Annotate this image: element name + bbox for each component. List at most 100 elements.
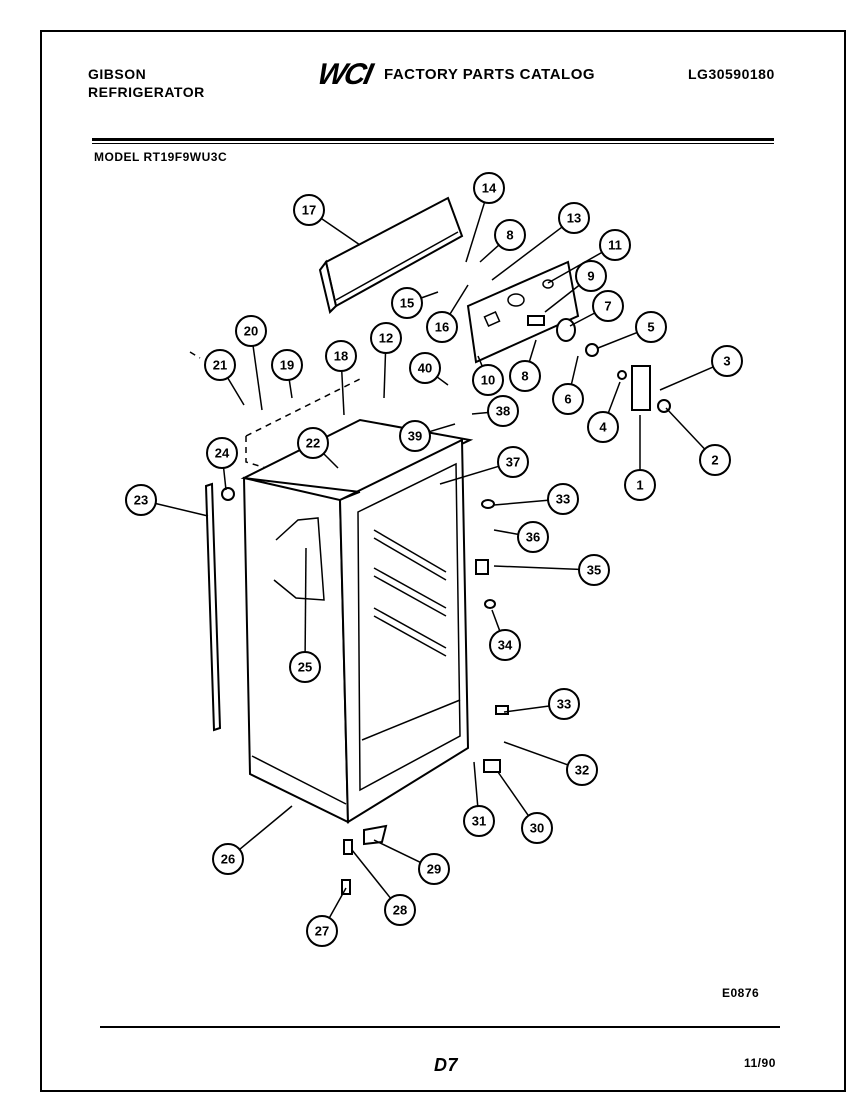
callout-14: 14 bbox=[465, 172, 505, 263]
callout-circle bbox=[472, 364, 504, 396]
refrigerator-cabinet bbox=[240, 418, 474, 824]
callout-circle bbox=[325, 340, 357, 372]
callout-circle bbox=[489, 629, 521, 661]
callout-label: 2 bbox=[711, 453, 718, 468]
callout-23: 23 bbox=[125, 484, 209, 517]
callout-label: 17 bbox=[302, 203, 316, 218]
leader-line bbox=[304, 547, 307, 653]
callout-30: 30 bbox=[497, 771, 553, 844]
leader-line bbox=[471, 411, 489, 415]
leader-line bbox=[252, 345, 263, 411]
callout-36: 36 bbox=[493, 521, 549, 553]
callout-label: 11 bbox=[608, 238, 622, 253]
callout-5: 5 bbox=[597, 311, 667, 349]
cabinet-top-outline bbox=[189, 351, 363, 469]
callout-circle bbox=[463, 805, 495, 837]
callout-label: 38 bbox=[496, 404, 510, 419]
callout-label: 15 bbox=[400, 296, 414, 311]
callout-circle bbox=[592, 290, 624, 322]
brand-name: GIBSON bbox=[88, 66, 147, 82]
callout-label: 24 bbox=[215, 446, 230, 461]
callout-label: 4 bbox=[599, 420, 607, 435]
leader-line bbox=[351, 849, 392, 899]
callout-circle bbox=[624, 469, 656, 501]
leader-line bbox=[449, 284, 469, 315]
callout-33: 33 bbox=[493, 483, 579, 515]
callout-circle bbox=[711, 345, 743, 377]
catalog-title: FACTORY PARTS CATALOG bbox=[384, 66, 596, 83]
callout-17: 17 bbox=[293, 194, 361, 246]
callout-label: 35 bbox=[587, 563, 601, 578]
callout-circle bbox=[517, 521, 549, 553]
callout-circle bbox=[235, 315, 267, 347]
leader-line bbox=[503, 741, 569, 766]
callout-circle bbox=[418, 853, 450, 885]
callout-label: 32 bbox=[575, 763, 589, 778]
leader-line bbox=[323, 453, 339, 469]
leader-line bbox=[477, 355, 483, 367]
callout-16: 16 bbox=[426, 284, 469, 343]
callout-circle bbox=[566, 754, 598, 786]
leader-line bbox=[429, 423, 456, 433]
callout-29: 29 bbox=[373, 839, 450, 885]
callout-label: 23 bbox=[134, 493, 148, 508]
header-rule bbox=[92, 138, 774, 141]
callout-circle bbox=[204, 349, 236, 381]
callout-label: 7 bbox=[604, 299, 611, 314]
callout-label: 34 bbox=[498, 638, 513, 653]
callout-12: 12 bbox=[370, 322, 402, 399]
callout-circle bbox=[206, 437, 238, 469]
callout-label: 18 bbox=[334, 349, 348, 364]
callout-circle bbox=[587, 411, 619, 443]
leader-line bbox=[479, 244, 500, 263]
leader-line bbox=[491, 226, 563, 281]
callout-8: 8 bbox=[479, 219, 526, 263]
callout-circle bbox=[699, 444, 731, 476]
catalog-date: 11/90 bbox=[744, 1056, 776, 1070]
callout-label: 36 bbox=[526, 530, 540, 545]
callout-label: 30 bbox=[530, 821, 544, 836]
callout-circle bbox=[558, 202, 590, 234]
callout-label: 37 bbox=[506, 455, 520, 470]
callout-13: 13 bbox=[491, 202, 590, 281]
callout-10: 10 bbox=[472, 355, 504, 396]
callout-34: 34 bbox=[489, 609, 521, 661]
callout-circle bbox=[297, 427, 329, 459]
callout-circle bbox=[578, 554, 610, 586]
callout-33: 33 bbox=[503, 688, 580, 720]
callout-label: 27 bbox=[315, 924, 329, 939]
leader-line bbox=[597, 331, 638, 349]
callout-4: 4 bbox=[587, 381, 621, 443]
leader-line bbox=[373, 839, 421, 864]
thermostat-parts bbox=[527, 315, 671, 413]
catalog-code: LG30590180 bbox=[688, 66, 775, 82]
bottom-hinge-parts bbox=[341, 499, 509, 895]
callout-circle bbox=[552, 383, 584, 415]
callout-circle bbox=[599, 229, 631, 261]
callout-circle bbox=[473, 172, 505, 204]
callout-circle bbox=[271, 349, 303, 381]
callout-circle bbox=[399, 420, 431, 452]
leader-line bbox=[227, 377, 245, 406]
callout-label: 10 bbox=[481, 373, 495, 388]
page-border bbox=[40, 30, 846, 1092]
callout-11: 11 bbox=[547, 229, 631, 284]
callout-8: 8 bbox=[509, 339, 541, 392]
control-panel-part bbox=[466, 260, 580, 364]
callout-label: 13 bbox=[567, 211, 581, 226]
callout-circle bbox=[547, 483, 579, 515]
leader-line bbox=[420, 291, 439, 299]
callout-24: 24 bbox=[206, 437, 238, 491]
callout-26: 26 bbox=[212, 805, 293, 875]
callout-circle bbox=[391, 287, 423, 319]
callout-label: 22 bbox=[306, 436, 320, 451]
leader-line bbox=[341, 370, 345, 416]
callout-label: 39 bbox=[408, 429, 422, 444]
callout-3: 3 bbox=[659, 345, 743, 391]
leader-line bbox=[239, 805, 293, 851]
leader-line bbox=[544, 284, 580, 313]
leader-line bbox=[436, 376, 449, 386]
callout-label: 14 bbox=[482, 181, 497, 196]
